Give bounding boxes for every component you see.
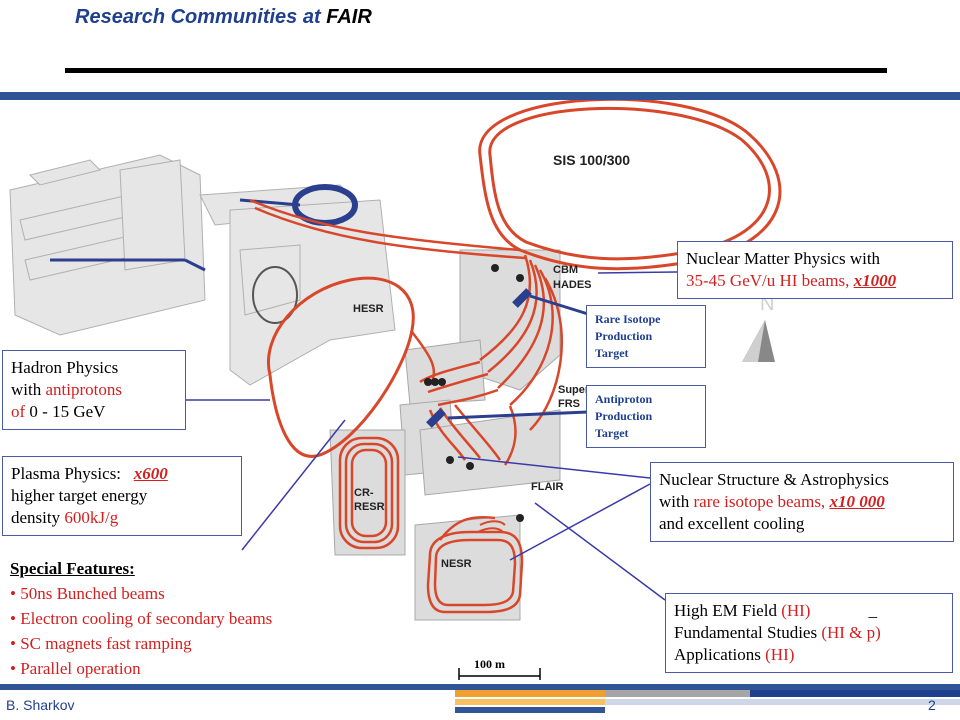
callout-high-em-field: High EM Field (HI)_ Fundamental Studies … [665, 593, 953, 673]
callout-hadron-line2-red: antiprotons [45, 380, 122, 399]
special-feature-item: • SC magnets fast ramping [10, 634, 192, 653]
callout-high-em-line1-red: (HI) [781, 601, 811, 620]
special-feature-item: • Parallel operation [10, 659, 141, 678]
footer-band [0, 684, 960, 690]
callout-connectors [186, 271, 678, 601]
special-feature-item-text: Parallel operation [20, 659, 141, 678]
north-arrow-icon: N [742, 293, 775, 362]
frs-label: FRS [558, 398, 580, 410]
callout-nuclear-structure-factor: x10 000 [829, 492, 885, 511]
callout-plasma-line3-red: 600kJ/g [64, 508, 119, 527]
detector-markers [424, 264, 524, 522]
callout-rare-isotope-line2: Production [595, 329, 653, 343]
callout-hadron-physics: Hadron Physics with antiprotons of 0 - 1… [2, 350, 186, 430]
footer-stripes [455, 690, 960, 713]
callout-nuclear-structure-line2-pre: with [659, 492, 694, 511]
callout-antiproton-line3: Target [595, 426, 629, 440]
callout-plasma-factor: x600 [133, 464, 168, 483]
existing-gsi-buildings [9, 154, 396, 386]
callout-hadron-line3: 0 - 15 GeV [29, 402, 106, 421]
special-feature-item-text: Electron cooling of secondary beams [20, 609, 273, 628]
hades-label: HADES [553, 279, 592, 291]
callout-rare-isotope-line1: Rare Isotope [595, 312, 661, 326]
callout-nuclear-matter: Nuclear Matter Physics with 35-45 GeV/u … [677, 241, 953, 299]
sis100-300-ring [478, 100, 782, 271]
callout-high-em-overbar: _ [868, 601, 877, 620]
callout-plasma-line1: Plasma Physics: [11, 464, 122, 483]
transfer-beamlines [249, 198, 563, 466]
cbm-label: CBM [553, 264, 579, 276]
callout-rare-isotope-line3: Target [595, 346, 629, 360]
callout-hadron-line1: Hadron Physics [11, 358, 119, 377]
header-band [0, 92, 960, 100]
callout-plasma-physics: Plasma Physics: x600 higher target energ… [2, 456, 242, 536]
callout-high-em-line2-red: (HI & p) [821, 623, 881, 642]
callout-high-em-line1: High EM Field [674, 601, 782, 620]
cr-label: CR- [354, 487, 374, 499]
callout-high-em-line2: Fundamental Studies [674, 623, 822, 642]
callout-rare-isotope-target: Rare Isotope Production Target [586, 305, 706, 368]
hesr-ring [267, 276, 415, 458]
facility-map: N [9, 100, 782, 680]
special-features: Special Features: • 50ns Bunched beams •… [10, 556, 272, 681]
callout-antiproton-line1: Antiproton [595, 392, 653, 406]
callout-nuclear-matter-line2: 35-45 GeV/u HI beams, [686, 271, 850, 290]
page-title: Research Communities at FAIR [75, 6, 372, 28]
callout-nuclear-structure-line3: and excellent cooling [659, 514, 805, 533]
callout-hadron-line3-red: of [11, 402, 30, 421]
callout-nuclear-structure: Nuclear Structure & Astrophysics with ra… [650, 462, 954, 542]
callout-plasma-line2: higher target energy [11, 486, 148, 505]
callout-nuclear-matter-factor: x1000 [853, 271, 897, 290]
special-feature-item-text: SC magnets fast ramping [20, 634, 192, 653]
scale-bar [458, 668, 541, 680]
sis-label: SIS 100/300 [553, 152, 631, 168]
special-feature-item: • 50ns Bunched beams [10, 584, 165, 603]
target-arrows [447, 294, 589, 420]
flair-ring [477, 520, 506, 533]
flair-label: FLAIR [531, 481, 564, 493]
page-number: 2 [928, 697, 936, 713]
production-targets [426, 288, 532, 428]
callout-nuclear-structure-line2-red: rare isotope beams, [693, 492, 826, 511]
special-features-heading: Special Features: [10, 559, 135, 578]
callout-hadron-line2-pre: with [11, 380, 46, 399]
resr-label: RESR [354, 501, 385, 513]
super-label: Super [558, 384, 590, 396]
nesr-ring [426, 516, 524, 614]
scale-label: 100 m [474, 657, 505, 671]
title-rule [65, 68, 887, 73]
callout-high-em-line3: Applications [674, 645, 766, 664]
callout-nuclear-structure-line1: Nuclear Structure & Astrophysics [659, 470, 889, 489]
hesr-label: HESR [353, 303, 384, 315]
esr-ring [252, 266, 298, 324]
cr-resr-rings [338, 436, 400, 550]
callout-plasma-line3: density [11, 508, 65, 527]
special-feature-item: • Electron cooling of secondary beams [10, 609, 273, 628]
footer-author: B. Sharkov [6, 697, 75, 713]
callout-high-em-line3-red: (HI) [765, 645, 795, 664]
nesr-label: NESR [441, 558, 472, 570]
special-feature-item-text: 50ns Bunched beams [20, 584, 165, 603]
callout-nuclear-matter-line1: Nuclear Matter Physics with [686, 249, 881, 268]
callout-antiproton-line2: Production [595, 409, 653, 423]
callout-antiproton-target: Antiproton Production Target [586, 385, 706, 448]
